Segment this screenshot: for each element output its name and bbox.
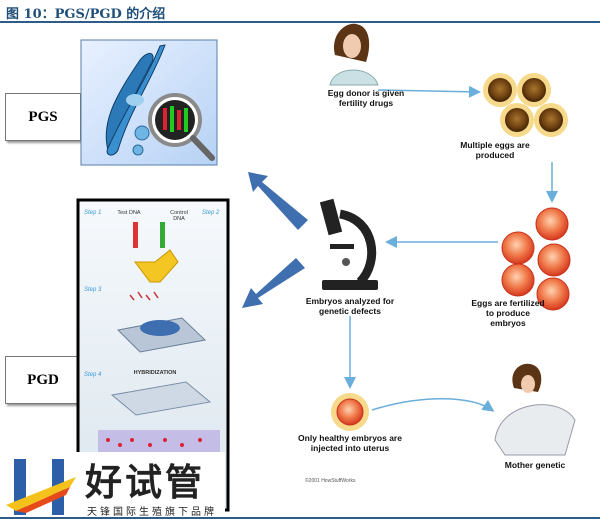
label-mother-genetic: Mother genetic: [504, 460, 566, 470]
pgs-label: PGS: [28, 108, 58, 125]
pgd-label: PGD: [27, 371, 59, 388]
pgd-step4: Step 4: [84, 372, 102, 378]
pgs-chromosome-image: [80, 39, 218, 166]
label-healthy-embryos: Only healthy embryos are injected into u…: [298, 433, 402, 453]
logo-mark: [6, 459, 76, 515]
pgd-control-dna: Control DNA: [170, 210, 188, 222]
label-eggs-fertilized: Eggs are fertilized to produce embryos: [471, 298, 545, 328]
microscope-illustration: [319, 198, 378, 290]
figure-title: 图 10：PGS/PGD 的介绍: [6, 7, 166, 22]
pgd-label-box: PGD: [5, 356, 81, 404]
bottom-divider: [0, 517, 600, 519]
logo-tagline: 天锋国际生殖旗下品牌: [87, 507, 217, 518]
mother-illustration: [494, 363, 576, 456]
pgd-test-dna: Test DNA: [117, 210, 141, 216]
embryos-cluster: [501, 207, 571, 311]
flow-arrows: [344, 85, 558, 412]
big-arrow-to-pgs: [248, 172, 308, 230]
label-embryos-analyzed: Embryos analyzed for genetic defects: [305, 296, 395, 316]
pgd-hybridization: HYBRIDIZATION: [133, 370, 177, 376]
logo-swoosh: [6, 477, 76, 511]
big-arrow-to-pgd: [242, 258, 305, 308]
copyright-text: ©2001 HowStuffWorks: [305, 478, 356, 484]
logo-name: 好试管: [85, 461, 205, 504]
pgd-step3: Step 3: [84, 287, 102, 293]
pgd-step1: Step 1: [84, 210, 102, 216]
eggs-cluster: [483, 73, 568, 137]
label-multiple-eggs: Multiple eggs are produced: [460, 140, 530, 160]
label-egg-donor: Egg donor is given fertility drugs: [327, 88, 405, 108]
title-divider: [0, 21, 600, 23]
pgd-step2: Step 2: [202, 210, 220, 216]
healthy-embryo: [331, 393, 369, 431]
egg-donor-illustration: [329, 23, 379, 86]
logo-swoosh-accent: [16, 487, 70, 513]
